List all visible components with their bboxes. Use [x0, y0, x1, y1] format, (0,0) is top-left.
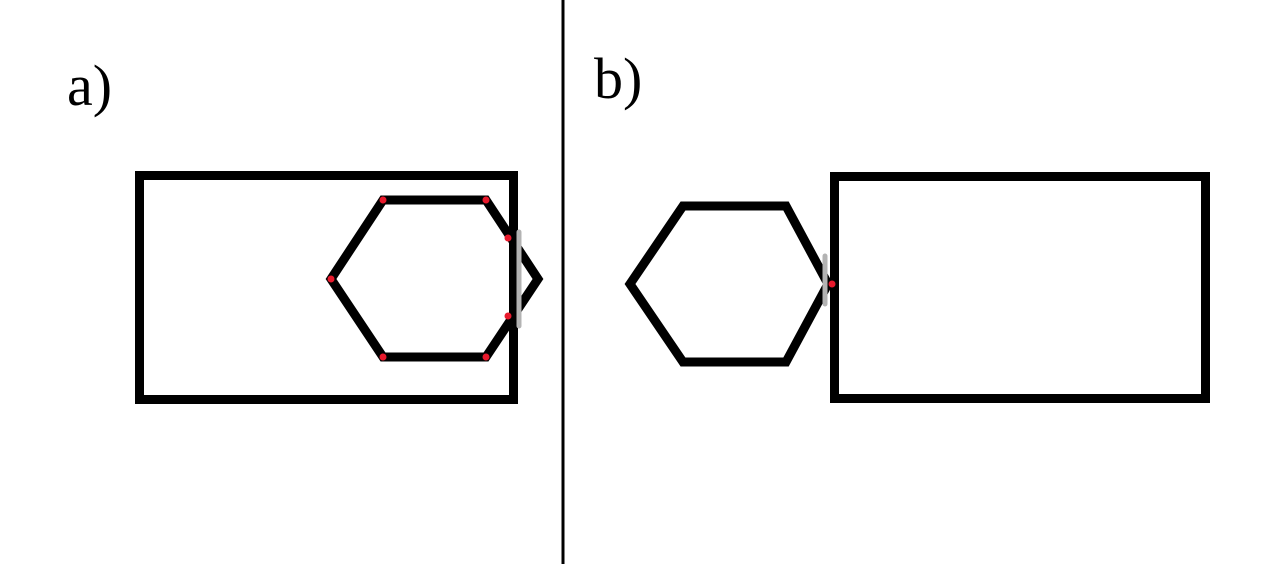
panel-a-rectangle — [135, 171, 518, 404]
panel-a-contact-point — [504, 312, 512, 320]
panel-a-contact-point — [482, 196, 490, 204]
panel-a-contact-point — [327, 275, 335, 283]
panel-a-contact-point — [482, 353, 490, 361]
panel-a-label: a) — [67, 53, 112, 118]
panel-a-contact-point — [504, 234, 512, 242]
panel-b-label: b) — [594, 46, 642, 111]
panel-a-hexagon — [325, 195, 544, 362]
panel-b: b) — [594, 46, 1210, 403]
panel-a-contact-point — [379, 196, 387, 204]
panel-b-hexagon — [624, 201, 834, 367]
panel-a: a) — [67, 53, 544, 404]
panel-a-contact-point — [379, 353, 387, 361]
panel-b-rectangle — [830, 172, 1210, 403]
panel-b-contact-point — [828, 280, 836, 288]
